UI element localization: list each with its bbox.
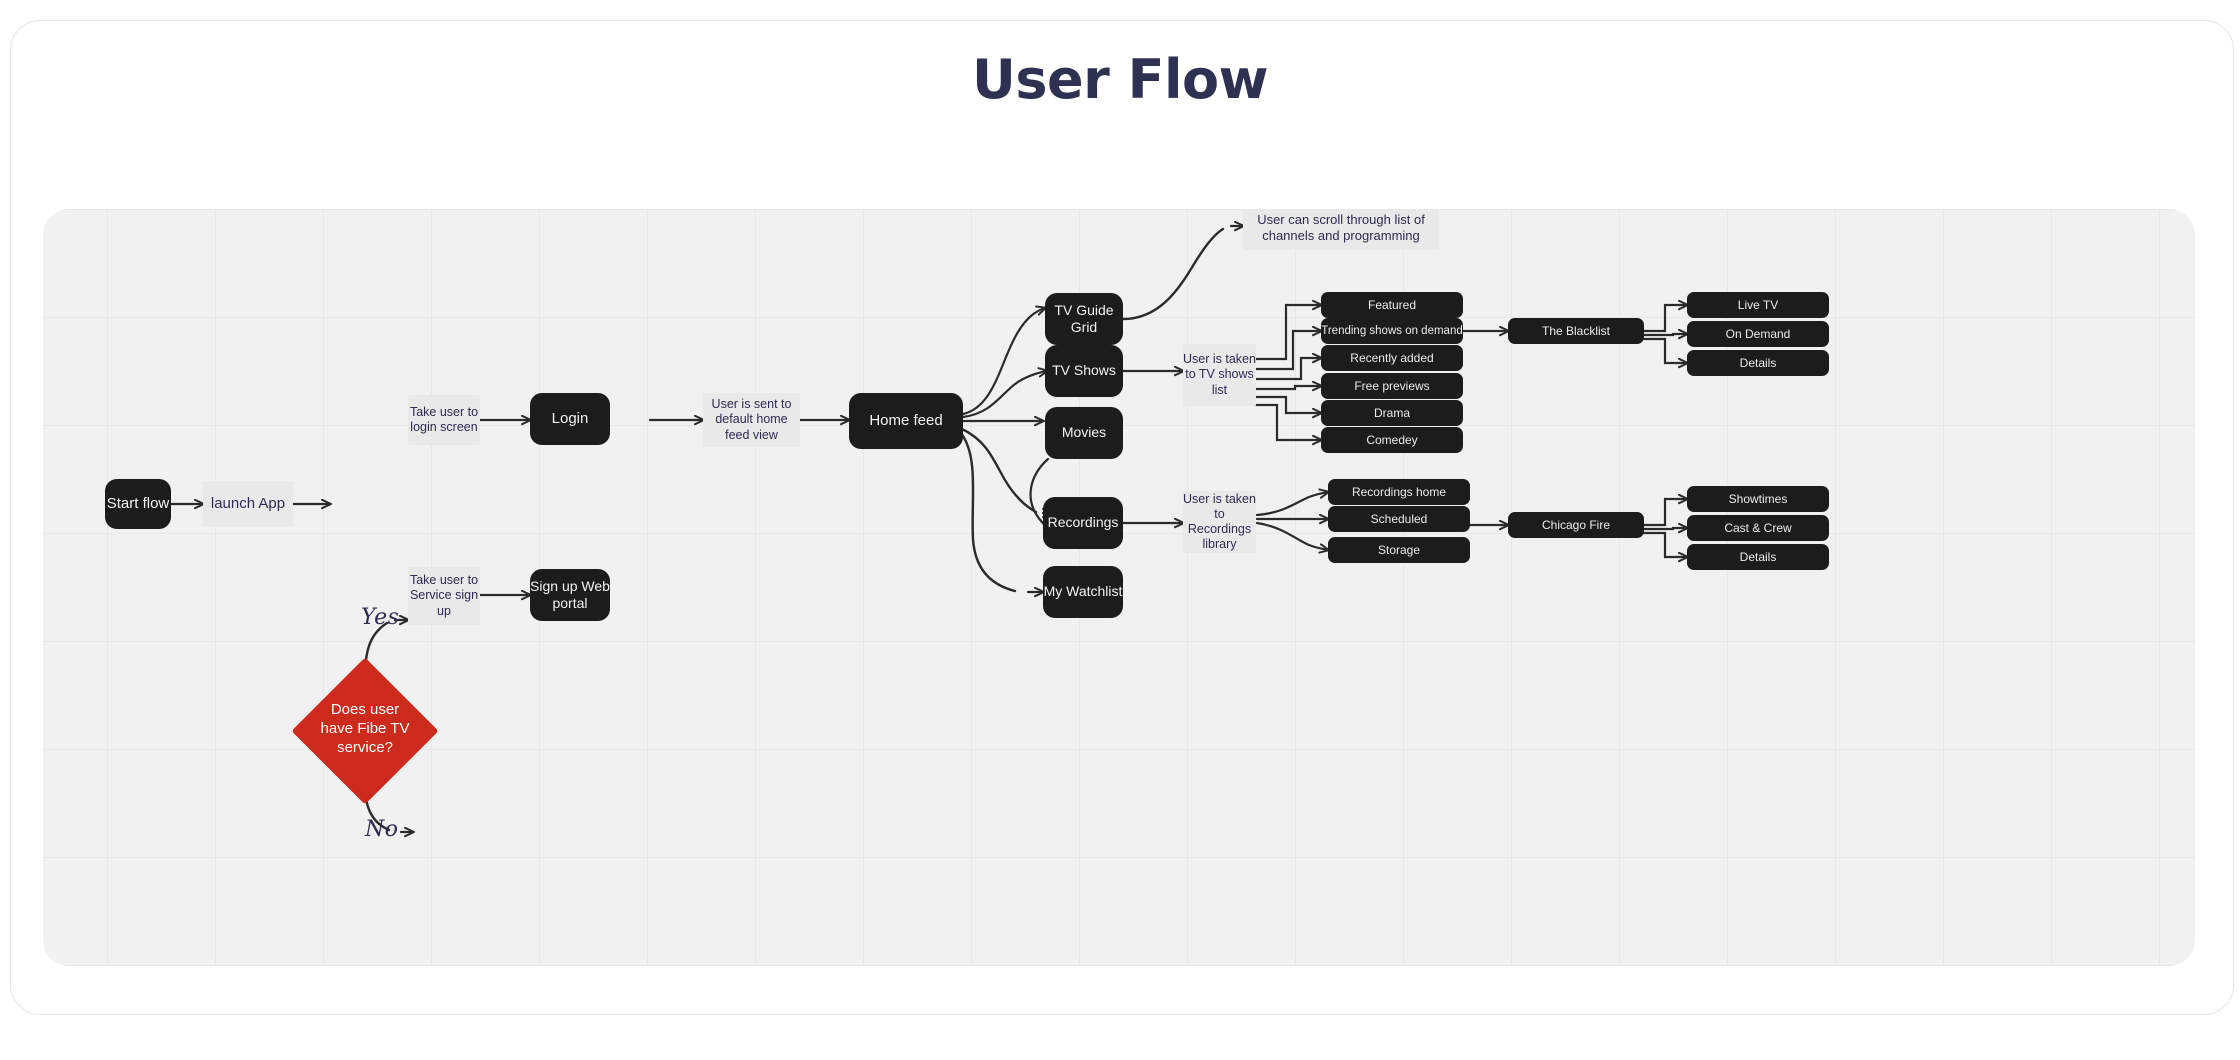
pill-label: Trending shows on demand [1321,324,1463,337]
pill-featured[interactable]: Featured [1321,292,1463,318]
node-my-watchlist[interactable]: My Watchlist [1043,566,1123,618]
node-login[interactable]: Login [530,393,610,445]
pill-comedy[interactable]: Comedey [1321,427,1463,453]
pill-blacklist-details[interactable]: Details [1687,350,1829,376]
note-tv-shows-list: User is taken to TV shows list [1183,344,1256,406]
note-scroll-channels: User can scroll through list of channels… [1243,209,1439,250]
node-label: Movies [1061,424,1107,441]
node-movies[interactable]: Movies [1045,407,1123,459]
pill-label: Cast & Crew [1724,520,1792,535]
pill-chicago-cast-crew[interactable]: Cast & Crew [1687,515,1829,541]
page-title: User Flow [972,48,1268,111]
node-label: Home feed [869,411,943,429]
node-label: Take user to login screen [409,404,479,434]
pill-label: Recordings home [1351,484,1447,499]
flow-canvas[interactable]: Start flow launch App Does user have Fib… [43,209,2195,966]
pill-label: Storage [1377,542,1421,557]
pill-label: Scheduled [1370,511,1428,526]
pill-chicago-details[interactable]: Details [1687,544,1829,570]
node-label: launch App [210,494,286,512]
node-tv-guide-grid[interactable]: TV Guide Grid [1045,293,1123,345]
node-label: Recordings [1047,514,1119,531]
node-label: My Watchlist [1043,583,1123,600]
pill-label: Live TV [1737,297,1779,312]
node-label: Start flow [106,494,170,512]
node-take-to-service-signup[interactable]: Take user to Service sign up [408,567,480,625]
note-recordings-library: User is taken to Recordings library [1183,491,1256,553]
pill-label: Featured [1367,297,1417,312]
node-label: Take user to Service sign up [409,573,479,618]
pill-chicago-showtimes[interactable]: Showtimes [1687,486,1829,512]
pill-label: Comedey [1366,432,1418,447]
pill-trending-shows-on-demand[interactable]: Trending shows on demand [1321,318,1463,344]
pill-label: Recently added [1350,350,1434,365]
pill-label: Details [1739,549,1777,564]
branch-label-no: No [365,817,399,842]
node-show-chicago-fire[interactable]: Chicago Fire [1508,512,1644,538]
node-signup-web-portal[interactable]: Sign up Web portal [530,569,610,621]
pill-scheduled[interactable]: Scheduled [1328,506,1470,532]
note-label: User is taken to TV shows list [1183,352,1256,397]
node-home-feed[interactable]: Home feed [849,393,963,449]
pill-label: Showtimes [1728,491,1788,506]
node-tv-shows[interactable]: TV Shows [1045,345,1123,397]
note-sent-to-home-feed: User is sent to default home feed view [703,393,800,447]
pill-label: On Demand [1725,326,1791,341]
node-label: Login [551,409,589,427]
node-label: Sign up Web portal [530,577,610,611]
node-start-flow[interactable]: Start flow [105,479,171,529]
note-label: User can scroll through list of channels… [1257,212,1425,243]
pill-storage[interactable]: Storage [1328,537,1470,563]
node-label: TV Guide Grid [1054,301,1114,335]
pill-recently-added[interactable]: Recently added [1321,345,1463,371]
branch-label-yes: Yes [361,605,400,630]
node-take-to-login-screen[interactable]: Take user to login screen [408,395,480,445]
node-launch-app[interactable]: launch App [203,481,293,527]
node-label: Chicago Fire [1541,517,1611,532]
note-label: User is sent to default home feed view [711,397,792,442]
pill-recordings-home[interactable]: Recordings home [1328,479,1470,505]
node-recordings[interactable]: Recordings [1043,497,1123,549]
pill-free-previews[interactable]: Free previews [1321,373,1463,399]
note-label: User is taken to Recordings library [1183,491,1256,552]
node-label: TV Shows [1052,362,1116,379]
node-show-the-blacklist[interactable]: The Blacklist [1508,318,1644,344]
pill-label: Drama [1373,405,1410,420]
pill-blacklist-on-demand[interactable]: On Demand [1687,321,1829,347]
node-label: The Blacklist [1541,323,1611,338]
pill-label: Free previews [1354,378,1430,393]
pill-label: Details [1739,355,1777,370]
pill-drama[interactable]: Drama [1321,400,1463,426]
pill-blacklist-live-tv[interactable]: Live TV [1687,292,1829,318]
decision-label: Does user have Fibe TV service? [320,701,410,756]
